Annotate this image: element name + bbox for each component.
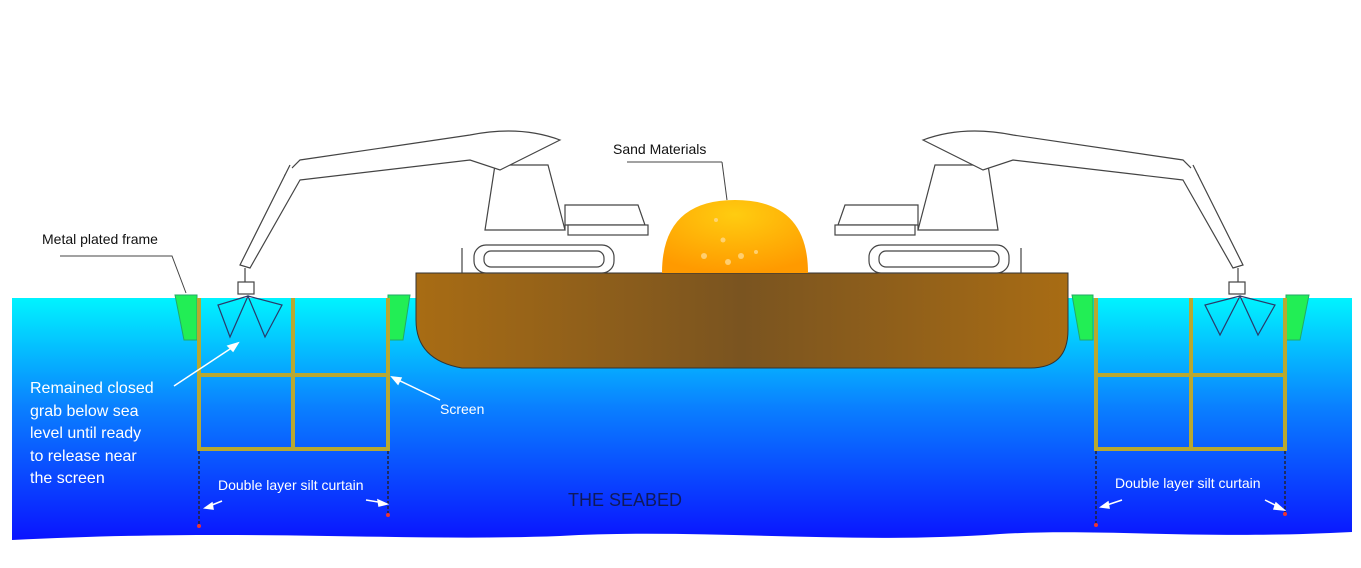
grab-note-line: grab below sea	[30, 402, 139, 420]
right-excavator	[834, 130, 1246, 295]
grab-note-line: to release near	[30, 447, 137, 465]
screen-label: Screen	[440, 401, 485, 417]
grab-note-line: the screen	[30, 470, 105, 487]
metal-frame-label: Metal plated frame	[42, 231, 158, 247]
grab-note: Remained closed grab below sea level unt…	[30, 378, 154, 491]
silt-curtain-left-label: Double layer silt curtain	[218, 477, 364, 493]
grab-note-line: Remained closed	[30, 380, 154, 397]
grab-note-line: level until ready	[30, 425, 142, 442]
grab-left	[217, 294, 283, 339]
silt-curtain-right-label: Double layer silt curtain	[1115, 475, 1261, 491]
seabed-label: THE SEABED	[568, 490, 683, 510]
left-excavator	[237, 130, 649, 295]
sand-pile	[662, 200, 808, 273]
sand-materials-label: Sand Materials	[613, 141, 707, 157]
grab-right	[1204, 294, 1276, 337]
right-frame-enclosure	[1071, 294, 1310, 527]
barge	[415, 272, 1069, 369]
left-frame-enclosure	[174, 294, 411, 528]
